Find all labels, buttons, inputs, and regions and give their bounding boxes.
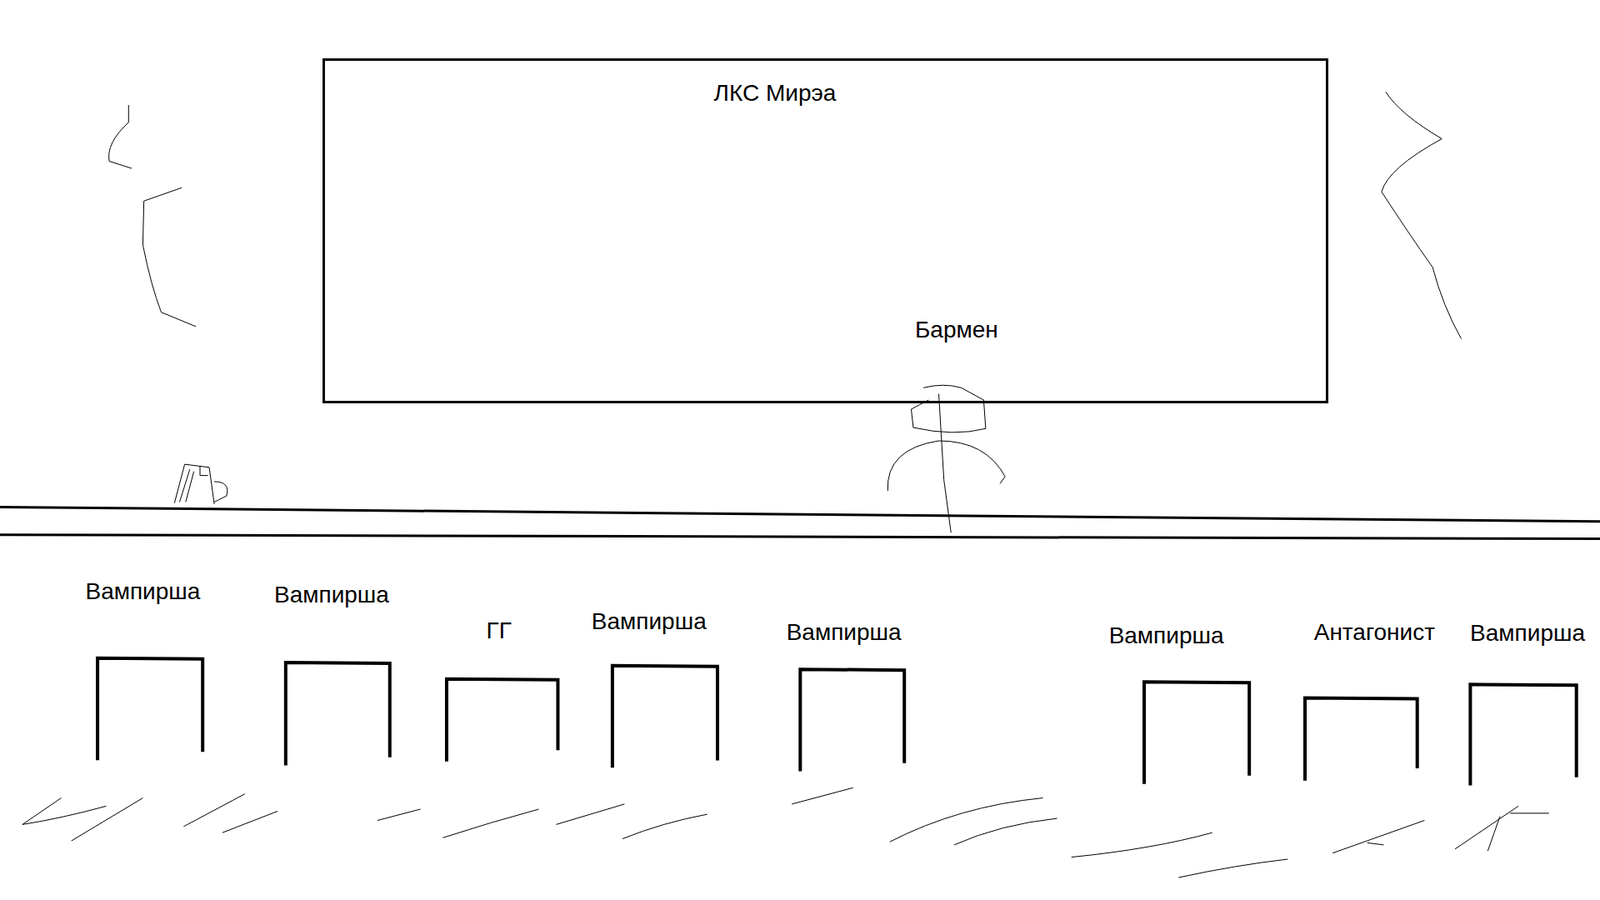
character-label: Вампирша [85, 578, 200, 605]
wall-squiggle [109, 105, 132, 169]
stool-shape [1305, 698, 1418, 781]
bar-stool: Вампирша [588, 605, 721, 771]
stool-shape [98, 658, 204, 760]
character-label: Вампирша [591, 608, 707, 635]
wall-squiggle [142, 187, 196, 327]
stool-shape [1470, 685, 1576, 786]
character-label: Вампирша [1109, 622, 1225, 650]
stool-shape [285, 662, 390, 766]
bartender-figure [910, 385, 985, 433]
character-label: Антагонист [1314, 619, 1435, 646]
character-label: Вампирша [786, 619, 902, 646]
hall-title: ЛКС Мирэа [714, 80, 837, 107]
hall-box: ЛКС МирэаБармен [322, 58, 1329, 404]
stool-shape [1144, 681, 1250, 784]
bar-counter [0, 507, 1600, 522]
bar-counter [0, 535, 1600, 540]
wall-squiggle [1381, 91, 1462, 339]
bar-stool: Антагонист [1301, 615, 1439, 785]
bar-stool: Вампирша [81, 575, 206, 764]
floor-scribble [22, 787, 1550, 878]
bar-stool: ГГ [443, 614, 561, 765]
stool-shape [800, 669, 905, 771]
character-label: Вампирша [1470, 620, 1585, 647]
beer-mug [174, 464, 227, 505]
character-label: ГГ [486, 617, 512, 645]
character-label: Бармен [915, 316, 999, 344]
stool-shape [446, 678, 558, 761]
bar-stool: Вампирша [1105, 619, 1253, 788]
bar-stool: Вампирша [270, 578, 394, 770]
bar-stool: Вампирша [1466, 616, 1589, 790]
stool-shape [612, 665, 718, 767]
bartender-figure [887, 394, 1005, 534]
character-label: Вампирша [274, 581, 390, 609]
bar-stool: Вампирша [783, 615, 908, 775]
